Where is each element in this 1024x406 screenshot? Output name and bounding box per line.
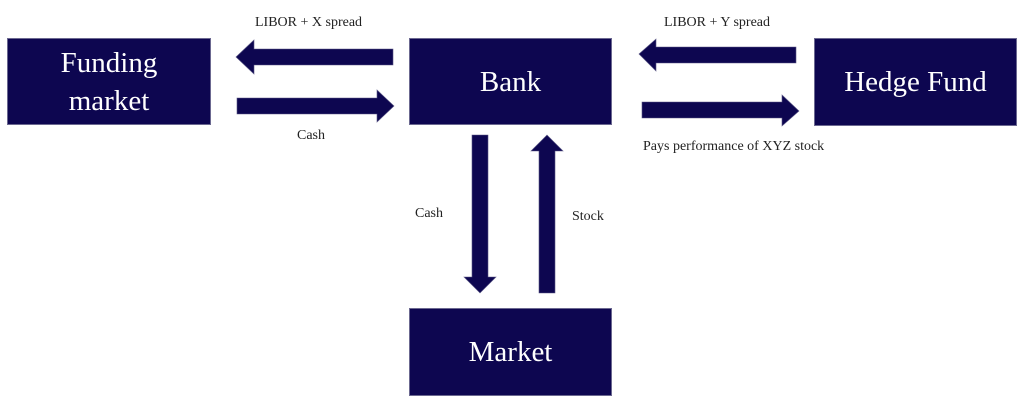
hedge-fund-box: Hedge Fund xyxy=(815,39,1016,125)
label-libor-x-spread: LIBOR + X spread xyxy=(255,15,363,30)
market-box: Market xyxy=(410,309,611,395)
funding-market-box: Funding market xyxy=(8,39,210,124)
funding-market-label-line1: Funding xyxy=(60,46,158,79)
bank-label: Bank xyxy=(479,65,542,98)
arrow-funding-to-bank xyxy=(236,89,395,123)
label-libor-y-spread: LIBOR + Y spread xyxy=(664,15,771,30)
arrow-bank-to-market xyxy=(463,134,497,294)
arrow-market-to-bank xyxy=(530,134,564,294)
market-label: Market xyxy=(468,336,553,368)
funding-market-label-line2: market xyxy=(68,84,150,117)
label-stock: Stock xyxy=(572,209,604,224)
label-pays-performance: Pays performance of XYZ stock xyxy=(643,139,825,154)
arrow-bank-to-hedge xyxy=(641,94,800,127)
hedge-fund-label: Hedge Fund xyxy=(844,66,987,98)
arrow-bank-to-funding xyxy=(235,39,394,75)
arrow-hedge-to-bank xyxy=(638,38,797,72)
label-cash-market: Cash xyxy=(415,206,443,221)
label-cash-funding: Cash xyxy=(297,128,325,143)
bank-box: Bank xyxy=(410,39,611,124)
